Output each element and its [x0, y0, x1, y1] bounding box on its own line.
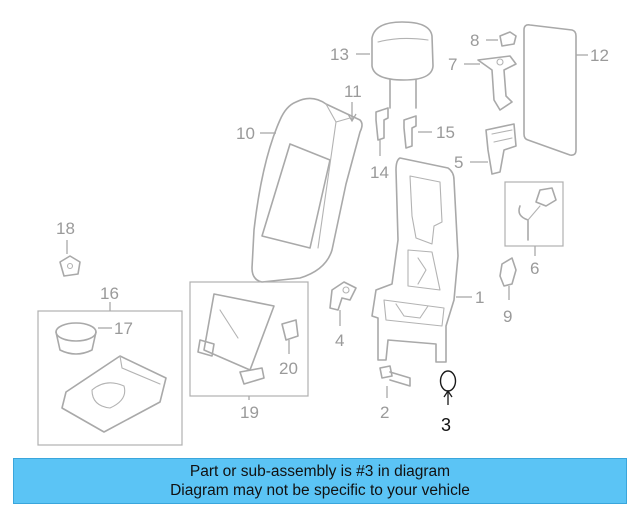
part-11-cover: 11 [344, 82, 362, 123]
part-15-guide: 15 [403, 115, 455, 149]
callout-8: 8 [470, 31, 479, 50]
callout-16: 16 [100, 284, 119, 303]
callout-19: 19 [240, 403, 259, 422]
parts-diagram: 12 13 8 7 5 6 9 [37, 21, 609, 446]
part-5-lock: 5 [454, 123, 517, 175]
callout-2: 2 [380, 403, 389, 422]
part-17-cup-insert: 17 [55, 319, 133, 355]
part-10-seat-back-pad: 10 [236, 97, 363, 283]
banner-line-2: Diagram may not be specific to your vehi… [170, 482, 470, 499]
callout-13: 13 [330, 45, 349, 64]
callout-4: 4 [335, 331, 344, 350]
banner-line-1: Part or sub-assembly is #3 in diagram [189, 463, 451, 480]
info-banner: Part or sub-assembly is #3 in diagram Di… [13, 458, 627, 504]
callout-14: 14 [370, 163, 389, 182]
part-8-clip: 8 [470, 31, 517, 50]
callout-7: 7 [448, 55, 457, 74]
part-19-armrest-frame: 19 [189, 281, 309, 422]
callout-10: 10 [236, 124, 255, 143]
part-2-bolt: 2 [379, 365, 411, 422]
callout-12: 12 [590, 46, 609, 65]
callout-3: 3 [441, 415, 451, 435]
part-4-hinge: 4 [329, 281, 357, 350]
callout-11: 11 [344, 82, 362, 101]
part-1-frame: 1 [371, 157, 484, 363]
part-9-bracket: 9 [499, 257, 517, 326]
part-12-back-panel: 12 [523, 24, 609, 156]
part-7-latch-bracket: 7 [448, 55, 517, 111]
callout-20: 20 [279, 359, 298, 378]
callout-5: 5 [454, 153, 463, 172]
part-18-clip: 18 [56, 219, 81, 277]
part-16-cupholder-assembly: 16 [37, 284, 183, 446]
callout-15: 15 [436, 123, 455, 142]
part-3-ring: 3 [439, 370, 457, 435]
callout-17: 17 [114, 319, 133, 338]
callout-9: 9 [503, 307, 512, 326]
part-14-guide: 14 [370, 107, 389, 182]
callout-1: 1 [475, 288, 484, 307]
callout-18: 18 [56, 219, 75, 238]
part-13-headrest: 13 [330, 21, 434, 109]
part-20-bracket: 20 [279, 319, 299, 378]
part-6-cable-assembly: 6 [504, 181, 564, 278]
callout-6: 6 [530, 259, 539, 278]
